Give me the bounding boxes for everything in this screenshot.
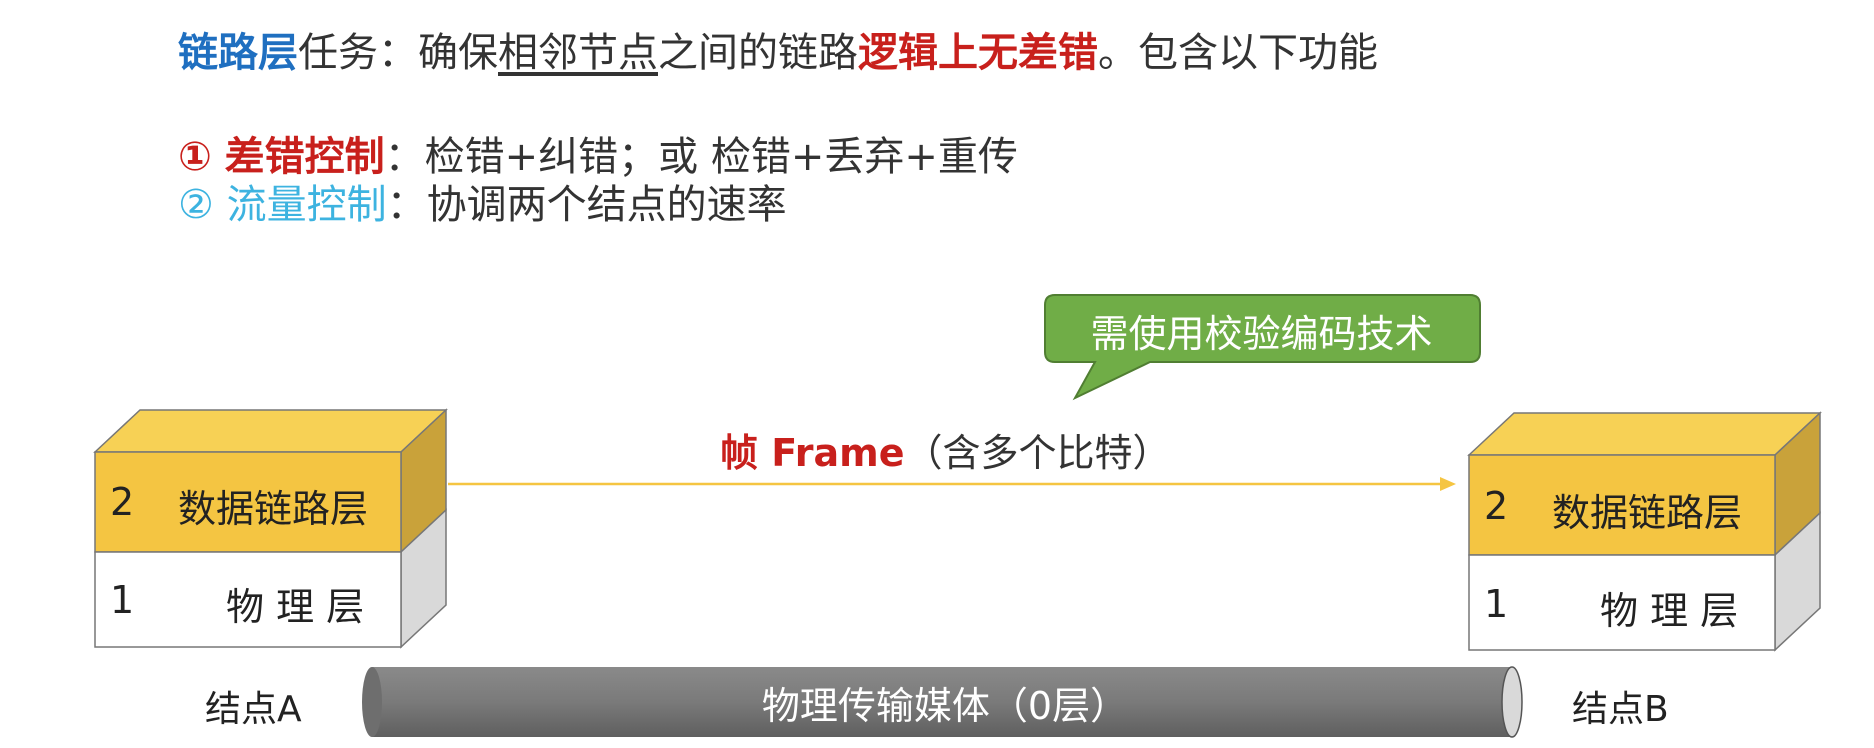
node-b-box: [1467, 411, 1822, 652]
frame-arrow-head: [1440, 477, 1456, 491]
error-control-colon: ：: [384, 134, 425, 180]
error-control-line: ① 差错控制：检错+纠错；或 检错+丢弃+重传: [178, 124, 1018, 182]
flow-control-colon: ：: [386, 182, 427, 228]
adjacent-nodes-text: 相邻节点: [498, 30, 658, 76]
flow-control-title: 流量控制: [226, 182, 387, 228]
node-b-name: 结点B: [1572, 689, 1669, 730]
medium-cylinder: [362, 666, 1523, 738]
error-control-title: 差错控制: [224, 134, 385, 180]
flow-control-text: 协调两个结点的速率: [426, 182, 787, 228]
node-b-layer2-num: 2: [1484, 484, 1509, 528]
node-b-layer1: [1468, 554, 1776, 651]
callout-text: 需使用校验编码技术: [1090, 311, 1433, 356]
bullet-2: ②: [178, 182, 214, 228]
frame-label: 帧 Frame（含多个比特）: [720, 422, 1171, 477]
frame-label-main: 帧 Frame: [720, 431, 905, 475]
node-b-top: [1467, 412, 1822, 456]
error-control-text: 检错+纠错；或 检错+丢弃+重传: [424, 134, 1018, 180]
flow-control-line: ② 流量控制：协调两个结点的速率: [178, 172, 787, 230]
task-text-2: 之间的链路: [658, 30, 858, 76]
task-text-3: 。包含以下功能: [1098, 30, 1378, 76]
node-a-name: 结点A: [205, 689, 302, 730]
node-a-layer2-num: 2: [110, 480, 135, 524]
layer-name: 链路层: [178, 30, 298, 76]
node-b-layer1-num: 1: [1484, 582, 1509, 626]
frame-label-sub: （含多个比特）: [904, 431, 1171, 475]
bullet-1: ①: [178, 134, 212, 180]
node-a-layer2-label: 数据链路层: [178, 487, 369, 531]
task-text-1: 任务：确保: [298, 30, 498, 76]
node-a-layer1-num: 1: [110, 578, 135, 622]
node-a-layer1-label: 物 理 层: [226, 585, 365, 629]
node-b-layer2: [1468, 454, 1776, 556]
node-a-layer2: [94, 451, 402, 553]
node-a-layer1: [94, 551, 402, 648]
callout-bubble: [1044, 294, 1481, 401]
node-b-layer1-label: 物 理 层: [1600, 589, 1739, 633]
node-a-box: [93, 408, 448, 649]
node-b-layer2-label: 数据链路层: [1552, 491, 1743, 535]
no-error-text: 逻辑上无差错: [858, 30, 1098, 76]
node-a-top: [93, 409, 448, 453]
task-line: 链路层任务：确保相邻节点之间的链路逻辑上无差错。包含以下功能: [178, 20, 1378, 78]
medium-label: 物理传输媒体（0层）: [761, 683, 1129, 728]
